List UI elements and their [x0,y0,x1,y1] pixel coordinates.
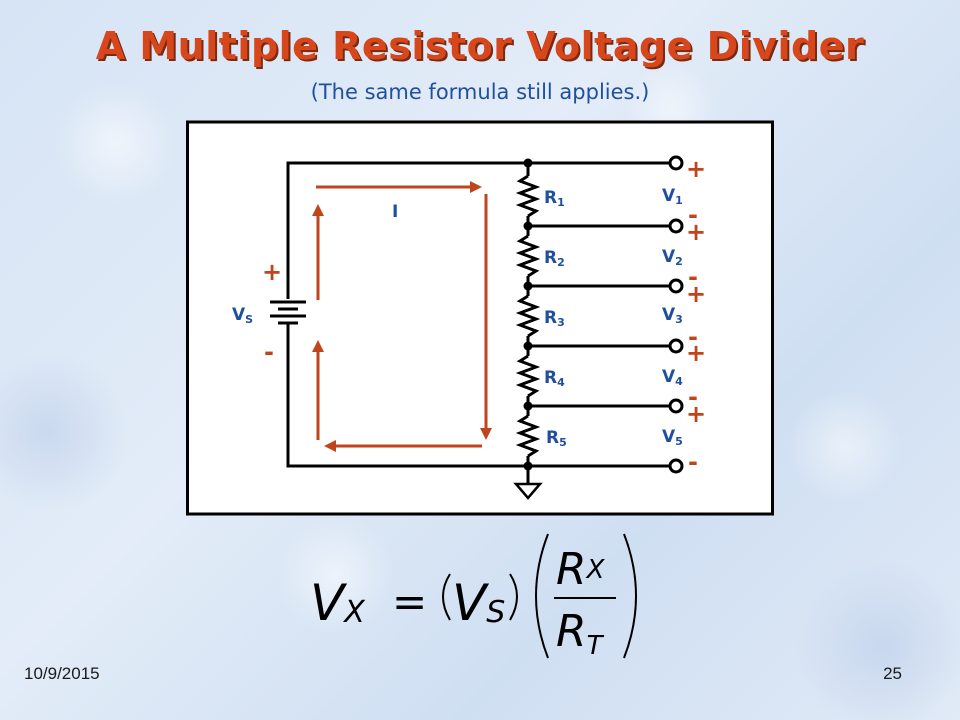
source-plus: + [262,258,282,286]
junction-dots [523,158,533,471]
terminal-3 [668,278,684,294]
resistor-r5 [515,414,541,458]
formula-paren-left-small [442,573,451,621]
resistor-label-1: R1 [544,188,565,209]
output-label-4: V4 [662,367,683,388]
current-arrow-left-upper [312,204,324,300]
resistor-label-2: R2 [544,248,565,269]
output-label-5: V5 [662,427,683,448]
resistor-r1 [515,174,541,218]
slide-title: A Multiple Resistor Voltage Divider [95,24,865,68]
formula-vs: VS [452,574,505,632]
formula-paren-right-small [509,573,518,621]
current-arrow-top [316,181,482,193]
terminal-1 [668,155,684,171]
v4-minus: - [688,383,698,411]
ground-icon [513,482,543,500]
source-minus: - [264,338,274,366]
terminal-2 [668,218,684,234]
formula-equals: = [392,577,427,626]
output-label-1: V1 [662,186,683,207]
v1-minus: - [688,201,698,229]
formula-numerator: RX [556,544,606,595]
output-label-2: V2 [662,247,683,268]
v3-minus: - [688,323,698,351]
v5-plus: + [686,400,706,428]
terminal-5 [668,398,684,414]
resistor-label-4: R4 [544,368,565,389]
v3-plus: + [686,280,706,308]
resistor-r3 [515,294,541,338]
resistor-r2 [515,234,541,278]
v5-minus: - [688,448,698,476]
v4-plus: + [686,339,706,367]
v1-plus: + [686,155,706,183]
v2-plus: + [686,218,706,246]
resistor-label-5: R5 [546,428,567,449]
voltage-divider-formula: VX = VS RX RT [310,533,637,661]
terminal-4 [668,338,684,354]
source-label: VS [232,305,253,326]
current-arrow-right [480,194,492,440]
slide-page-number: 25 [883,664,902,683]
formula-paren-left-big [535,533,549,659]
current-arrow-left-lower [312,340,324,440]
terminal-6 [668,458,684,474]
current-label: I [392,202,398,222]
formula-denominator: RT [556,606,605,661]
circuit-diagram: I VS R1 R2 R3 R4 R5 V1 V2 V3 V4 V5 + - +… [186,120,774,516]
formula-paren-right-big [623,533,637,659]
current-arrow-bottom [324,440,482,452]
battery-icon [268,299,308,325]
output-label-3: V3 [662,305,683,326]
slide-subtitle: (The same formula still applies.) [310,80,650,104]
formula-lhs: VX [310,574,366,632]
slide-date: 10/9/2015 [24,664,100,683]
v2-minus: - [688,263,698,291]
resistor-r4 [515,354,541,398]
resistor-label-3: R3 [544,308,565,329]
